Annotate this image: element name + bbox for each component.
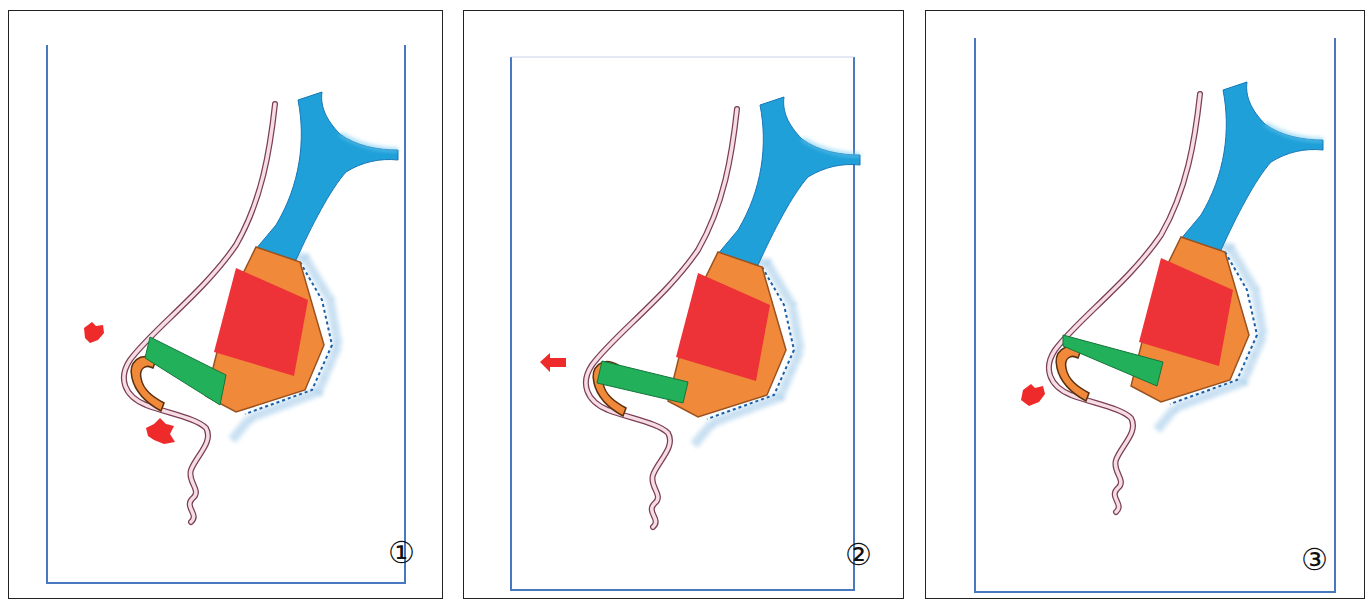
inner-frame [511, 57, 854, 58]
nose-section [1021, 82, 1323, 512]
inner-frame [511, 57, 854, 590]
nose-section [540, 97, 860, 527]
pressure-mark [146, 418, 175, 444]
pressure-mark [84, 322, 104, 343]
direction-arrow [540, 353, 566, 372]
inner-frame [975, 38, 1335, 592]
panel-frame [926, 11, 1365, 599]
callout-number: ① [388, 536, 415, 570]
callout-number: ② [845, 538, 872, 572]
inner-frame [47, 45, 405, 583]
nose-section [84, 92, 398, 522]
panel-frame [464, 11, 904, 599]
pressure-mark [1021, 384, 1045, 406]
panel-frame [9, 11, 443, 599]
callout-number: ③ [1301, 543, 1328, 577]
